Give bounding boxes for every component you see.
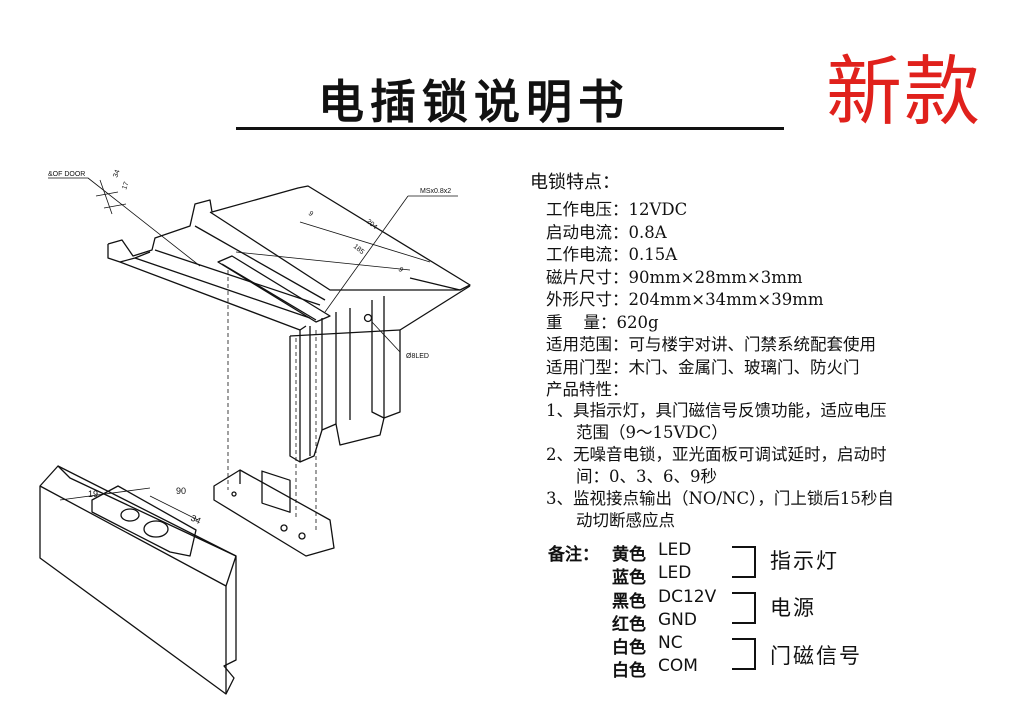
group-power: 电源 [770, 596, 816, 620]
group-indicator-light: 指示灯 [770, 549, 839, 573]
wire-2-code: LED [658, 563, 692, 583]
wire-6-color: 白色 [612, 661, 646, 681]
specs-heading: 电锁特点： [530, 172, 620, 193]
group-door-sensor: 门磁信号 [770, 644, 862, 668]
wire-6-code: COM [658, 656, 698, 676]
wire-4-code: GND [658, 610, 697, 630]
spec-scope: 适用范围：可与楼宇对讲、门禁系统配套使用 [546, 335, 876, 354]
bracket-indicator [732, 546, 756, 578]
bracket-power [732, 592, 756, 624]
dim-9-a: 9 [307, 210, 315, 218]
wire-3-code: DC12V [658, 587, 717, 607]
feature-1-line-2: 范围（9～15VDC） [576, 423, 728, 442]
wire-3-color: 黑色 [612, 592, 646, 612]
feature-2-line-2: 间：0、3、6、9秒 [576, 467, 717, 486]
feature-3-line-2: 动切断感应点 [576, 511, 675, 530]
led-label: Ø8LED [406, 353, 429, 360]
wire-1-code: LED [658, 540, 692, 560]
title-underline [236, 127, 784, 130]
door-edge-label: &OF DOOR [48, 171, 85, 178]
spec-weight: 重 量：620g [546, 312, 659, 332]
dim-9-b: 9 [397, 266, 405, 274]
new-model-badge: 新款 [826, 47, 982, 136]
wire-2-color: 蓝色 [612, 568, 646, 588]
feature-2-line-1: 2、无噪音电锁，亚光面板可调试延时，启动时 [546, 445, 887, 464]
specs-list: 工作电压：12VDC 启动电流：0.8A 工作电流：0.15A 磁片尺寸：90m… [546, 199, 1016, 402]
dim-19: 19 [88, 489, 98, 499]
bracket-door-sensor [732, 638, 756, 670]
spec-start-current: 启动电流：0.8A [546, 222, 667, 242]
spec-features-heading: 产品特性： [546, 380, 629, 399]
wire-5-code: NC [658, 633, 683, 653]
spec-voltage: 工作电压：12VDC [546, 200, 688, 219]
page-title: 电插锁说明书 [318, 75, 630, 129]
dim-34-plate: 34 [189, 513, 202, 526]
feature-1-line-1: 1、具指示灯，具门磁信号反馈功能，适应电压 [546, 401, 887, 420]
wire-5-color: 白色 [612, 638, 646, 658]
screw-label: MSx0.8x2 [420, 188, 451, 195]
dim-90: 90 [176, 486, 186, 496]
spec-outer-size: 外形尺寸：204mm×34mm×39mm [546, 290, 824, 309]
lock-exploded-drawing: &OF DOOR 34 17 MSx0.8x2 204 185 9 9 Ø8LE… [39, 169, 471, 695]
dim-17: 17 [121, 181, 130, 191]
wire-1-color: 黄色 [612, 545, 646, 565]
dim-204: 204 [365, 218, 379, 231]
wire-4-color: 红色 [612, 615, 646, 635]
spec-work-current: 工作电流：0.15A [546, 245, 678, 264]
notes-prefix: 备注： [548, 545, 599, 565]
feature-3-line-1: 3、监视接点输出（NO/NC），门上锁后15秒自 [546, 489, 894, 508]
spec-armature-size: 磁片尺寸：90mm×28mm×3mm [546, 267, 803, 287]
dim-34-top: 34 [112, 169, 121, 179]
spec-door-types: 适用门型：木门、金属门、玻璃门、防火门 [546, 357, 860, 377]
dim-185: 185 [352, 243, 366, 256]
